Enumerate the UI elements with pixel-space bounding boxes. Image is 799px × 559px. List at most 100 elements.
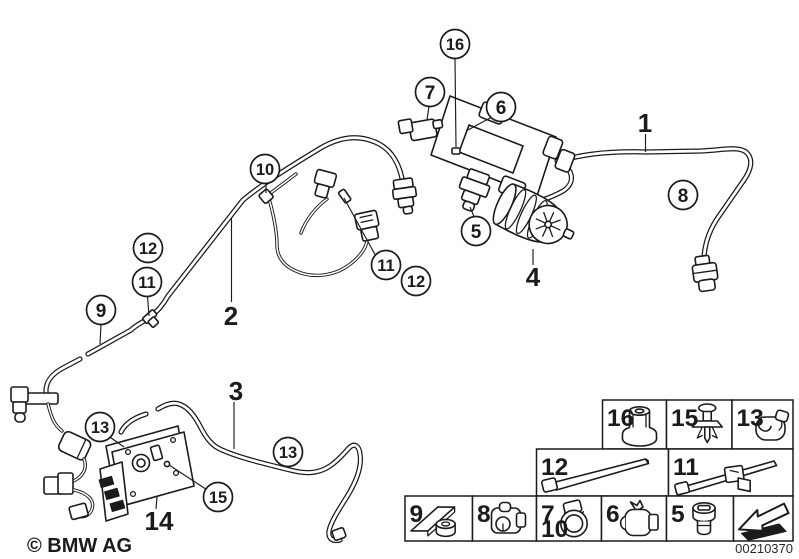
diagram-number: 00210370 (735, 541, 793, 556)
callout-leader (465, 116, 492, 132)
callout-number: 5 (471, 222, 482, 243)
callout-number: 13 (279, 444, 297, 462)
callout-number: 3 (229, 376, 243, 406)
callout-number: 16 (446, 36, 464, 54)
control-module-14 (98, 425, 195, 522)
wiring-harness (266, 172, 369, 278)
callout-bubble[interactable] (667, 179, 699, 211)
line-3-end-clip (331, 527, 347, 541)
legend-number: 9 (410, 501, 424, 528)
legend-cell-12[interactable]: 12 (535, 448, 670, 497)
callout-bubble[interactable] (400, 265, 432, 297)
legend-number: 15 (671, 405, 698, 432)
callout-circle-13[interactable]: 13 (84, 411, 125, 448)
callout-bubble[interactable] (84, 411, 116, 443)
callout-label-14[interactable]: 14 (145, 496, 174, 536)
cable-tie-right (337, 188, 352, 204)
callout-circle-11[interactable]: 11 (343, 197, 402, 281)
legend-cell-7-10[interactable]: 710 (535, 495, 603, 543)
legend-number: 13 (737, 405, 764, 432)
callout-number: 14 (145, 506, 174, 536)
callout-circle-12[interactable]: 12 (400, 265, 432, 297)
legend-cell-6[interactable]: 6 (600, 495, 668, 542)
cable-tie-left (141, 309, 160, 328)
callout-circle-5[interactable]: 5 (460, 206, 492, 247)
legend-number: 8 (477, 501, 491, 528)
harness-elbow-connector (313, 168, 338, 199)
callout-leader (146, 295, 150, 317)
line-clip-10 (258, 188, 274, 205)
callout-leader (168, 464, 209, 491)
legend-number: 5 (671, 501, 685, 528)
callout-label-4[interactable]: 4 (526, 249, 541, 292)
fuel-line-2-fitting (391, 177, 418, 215)
callout-bubble[interactable] (370, 249, 402, 281)
legend-cell-front-arrow[interactable] (732, 495, 794, 542)
callout-bubble[interactable] (249, 153, 281, 185)
callout-bubble[interactable] (460, 215, 492, 247)
fuel-line-2 (43, 135, 406, 399)
callout-label-3[interactable]: 3 (229, 376, 243, 449)
callout-leader (426, 105, 430, 121)
legend-number: 11 (673, 454, 699, 481)
callout-number: 4 (526, 262, 541, 292)
legend-number: 7 (541, 501, 555, 528)
callout-bubble[interactable] (485, 91, 517, 123)
harness-plug-connector (353, 209, 380, 242)
callout-bubble[interactable] (85, 294, 117, 326)
callout-number: 10 (256, 161, 274, 179)
callout-circle-15[interactable]: 15 (168, 464, 234, 513)
legend-cell-15[interactable]: 15 (665, 399, 733, 450)
callout-number: 9 (96, 301, 107, 322)
grommet-16-target (451, 147, 461, 155)
mounting-bracket-6 (430, 95, 576, 200)
legend-number: 10 (541, 516, 568, 543)
callout-label-1[interactable]: 1 (638, 108, 652, 152)
module-screw-15 (163, 460, 171, 468)
copyright-text: © BMW AG (27, 535, 132, 557)
fuel-line-1-connector (691, 254, 719, 293)
callout-label-2[interactable]: 2 (224, 218, 238, 331)
legend-cell-16[interactable]: 16 (601, 399, 668, 450)
callout-bubble[interactable] (132, 232, 164, 264)
callout-circle-11[interactable]: 11 (131, 266, 163, 317)
callout-number: 6 (496, 98, 507, 119)
callout-number: 2 (224, 301, 238, 331)
callout-number: 11 (138, 274, 155, 292)
callout-circle-8[interactable]: 8 (667, 179, 699, 211)
legend-cell-9[interactable]: 9 (404, 495, 474, 542)
callout-bubble[interactable] (414, 76, 446, 108)
callout-bubble[interactable] (272, 436, 304, 468)
callout-number: 11 (377, 257, 394, 275)
callout-bubble[interactable] (131, 266, 163, 298)
callout-circle-10[interactable]: 10 (249, 153, 281, 194)
legend-number: 16 (607, 405, 634, 432)
callout-number: 1 (638, 108, 652, 138)
callout-circle-13[interactable]: 13 (272, 436, 304, 468)
callout-circle-16[interactable]: 16 (439, 28, 471, 148)
callout-number: 8 (678, 186, 689, 207)
callout-bubble[interactable] (439, 28, 471, 60)
callout-bubble[interactable] (202, 481, 234, 513)
callout-number: 12 (139, 240, 157, 258)
callout-leader (110, 437, 125, 448)
callout-leader (155, 496, 158, 510)
fuel-filter-4 (492, 183, 575, 245)
legend-cell-13[interactable]: 13 (731, 399, 794, 450)
legend-number: 6 (606, 501, 620, 528)
callout-number: 13 (91, 419, 109, 437)
callout-circle-6[interactable]: 6 (465, 91, 517, 132)
connector-7 (397, 118, 444, 142)
legend-cell-8[interactable]: 8 (471, 495, 538, 542)
callout-circle-9[interactable]: 9 (85, 294, 117, 345)
legend-cell-11[interactable]: 11 (667, 448, 794, 497)
callout-leader (343, 197, 376, 255)
callout-circle-7[interactable]: 7 (414, 76, 446, 121)
legend-cell-5[interactable]: 5 (665, 495, 735, 542)
callout-circle-12[interactable]: 12 (132, 232, 164, 264)
callout-leader (99, 324, 102, 345)
fitting-5 (458, 168, 491, 212)
